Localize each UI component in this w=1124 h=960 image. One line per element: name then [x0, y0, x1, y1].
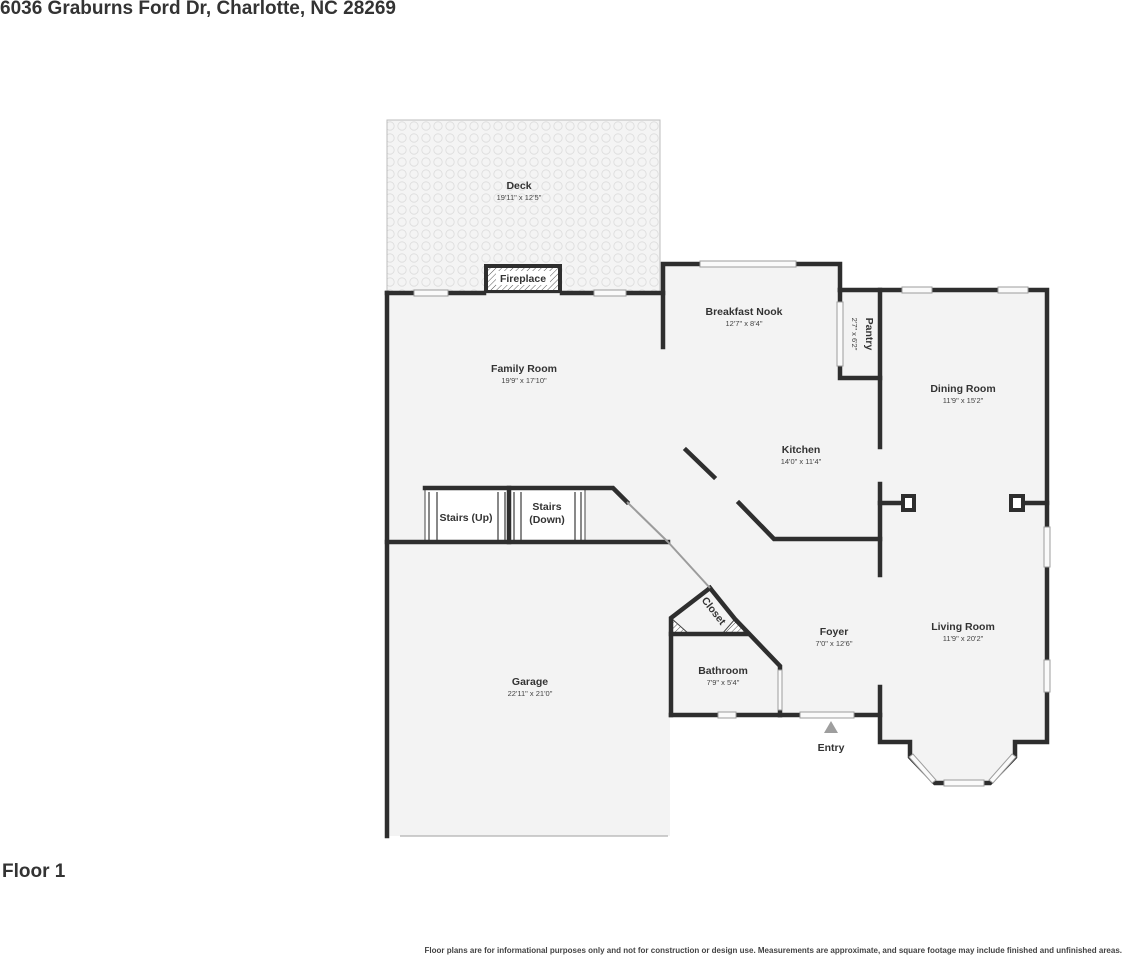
floor-fills — [386, 119, 1047, 836]
foyer-name: Foyer — [820, 626, 849, 638]
deck-name: Deck — [506, 180, 531, 192]
fireplace-name: Fireplace — [500, 273, 546, 285]
pantry-name: Pantry — [863, 318, 875, 351]
fireplace — [484, 264, 562, 293]
garage-name: Garage — [512, 676, 548, 688]
foyer-dims: 7'0" x 12'6" — [816, 639, 853, 648]
pantry-dims: 2'7" x 6'2" — [850, 318, 859, 351]
breakfast-nook-dims: 12'7" x 8'4" — [726, 319, 763, 328]
floor-label: Floor 1 — [2, 861, 66, 882]
family-room-name: Family Room — [491, 363, 557, 375]
family-room-dims: 19'9" x 17'10" — [501, 376, 547, 385]
deck-dims: 19'11" x 12'5" — [497, 193, 542, 202]
kitchen-name: Kitchen — [782, 444, 821, 456]
kitchen-dims: 14'0" x 11'4" — [781, 457, 822, 466]
bathroom-dims: 7'9" x 5'4" — [707, 678, 740, 687]
entry-arrow-icon — [824, 721, 838, 733]
stairs-up-name: Stairs (Up) — [439, 512, 492, 524]
room-labels: Deck 19'11" x 12'5" Fireplace Breakfast … — [439, 180, 995, 754]
stairs-down-name-line1: Stairs — [532, 501, 561, 513]
living-room-name: Living Room — [931, 621, 995, 633]
garage-dims: 22'11" x 21'0" — [508, 689, 553, 698]
windows — [400, 260, 1051, 837]
living-room-dims: 11'9" x 20'2" — [943, 634, 984, 643]
dining-room-name: Dining Room — [930, 383, 995, 395]
dining-room-dims: 11'9" x 15'2" — [943, 396, 984, 405]
address-title: 6036 Graburns Ford Dr, Charlotte, NC 282… — [0, 0, 396, 19]
stairs-down-name-line2: (Down) — [529, 514, 565, 526]
breakfast-nook-name: Breakfast Nook — [705, 306, 782, 318]
entry-label: Entry — [818, 742, 845, 754]
stair-treads — [424, 487, 586, 543]
disclaimer-text: Floor plans are for informational purpos… — [424, 946, 1122, 955]
bathroom-name: Bathroom — [698, 665, 748, 677]
